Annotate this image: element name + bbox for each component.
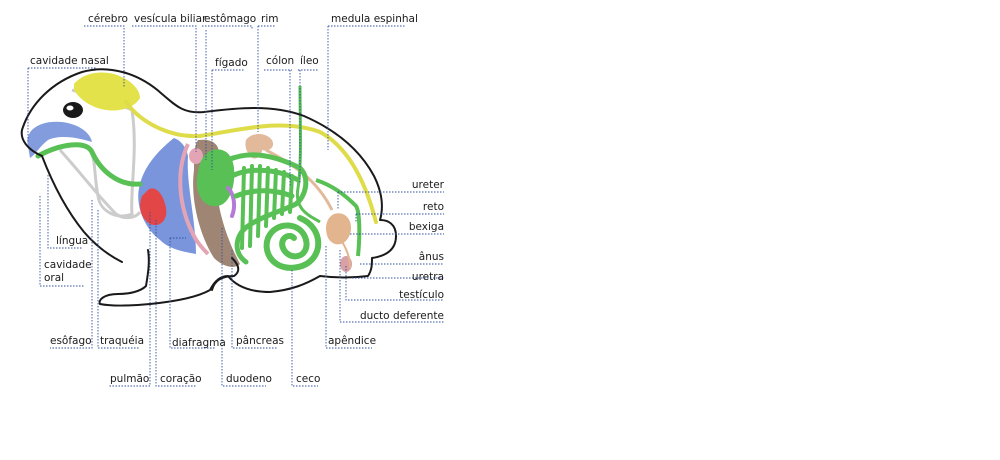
label-ileo: íleo <box>300 55 319 67</box>
label-cavidade-oral-1: cavidade <box>44 259 92 271</box>
jaw-outline <box>58 148 142 220</box>
label-cavidade-oral-2: oral <box>44 272 64 284</box>
trachea-esophagus <box>35 142 143 187</box>
eye <box>63 102 83 118</box>
label-colon: cólon <box>266 55 294 67</box>
pancreas <box>226 186 237 218</box>
label-testiculo: testículo <box>399 289 444 301</box>
label-ureter: ureter <box>412 179 445 191</box>
label-figado: fígado <box>215 57 248 69</box>
label-pulmao: pulmão <box>110 373 149 385</box>
gallbladder <box>189 148 203 164</box>
label-lingua: língua <box>56 235 88 247</box>
label-rim: rim <box>261 13 278 25</box>
brain <box>74 72 140 111</box>
label-traqueia: traquéia <box>100 335 144 347</box>
spinal-cord <box>124 100 378 224</box>
label-esofago: esôfago <box>50 335 92 347</box>
label-ducto-deferente: ducto deferente <box>360 310 444 322</box>
rectum <box>315 178 362 257</box>
label-cerebro: cérebro <box>88 13 128 25</box>
label-medula-espinhal: medula espinhal <box>331 13 418 25</box>
label-duodeno: duodeno <box>226 373 272 385</box>
nasal-cavity <box>27 121 92 158</box>
cecum <box>263 215 322 271</box>
eye-highlight <box>66 105 74 111</box>
label-cavidade-nasal: cavidade nasal <box>30 55 109 67</box>
label-anus: ânus <box>419 251 444 263</box>
label-ceco: ceco <box>296 373 320 385</box>
bladder <box>326 213 352 245</box>
label-reto: reto <box>423 201 444 213</box>
label-pancreas: pâncreas <box>236 335 284 347</box>
hind-foot-outline <box>211 257 240 291</box>
label-coracao: coração <box>160 373 202 385</box>
rabbit-body-outline <box>20 68 397 307</box>
labels: cérebro vesícula biliar estômago rim med… <box>30 13 445 385</box>
heart <box>140 188 167 226</box>
label-apendice: apêndice <box>328 335 376 347</box>
label-uretra: uretra <box>412 271 444 283</box>
leader-lines <box>27 25 444 387</box>
label-estomago: estômago <box>204 13 256 25</box>
diaphragm <box>178 143 210 256</box>
front-leg-outline <box>41 155 123 263</box>
label-bexiga: bexiga <box>409 221 444 233</box>
vas-deferens <box>339 237 351 269</box>
kidney <box>245 134 274 159</box>
small-intestine <box>240 164 294 250</box>
stomach <box>196 149 235 207</box>
label-vesicula-biliar: vesícula biliar <box>134 13 207 25</box>
label-diafragma: diafragma <box>172 337 226 349</box>
